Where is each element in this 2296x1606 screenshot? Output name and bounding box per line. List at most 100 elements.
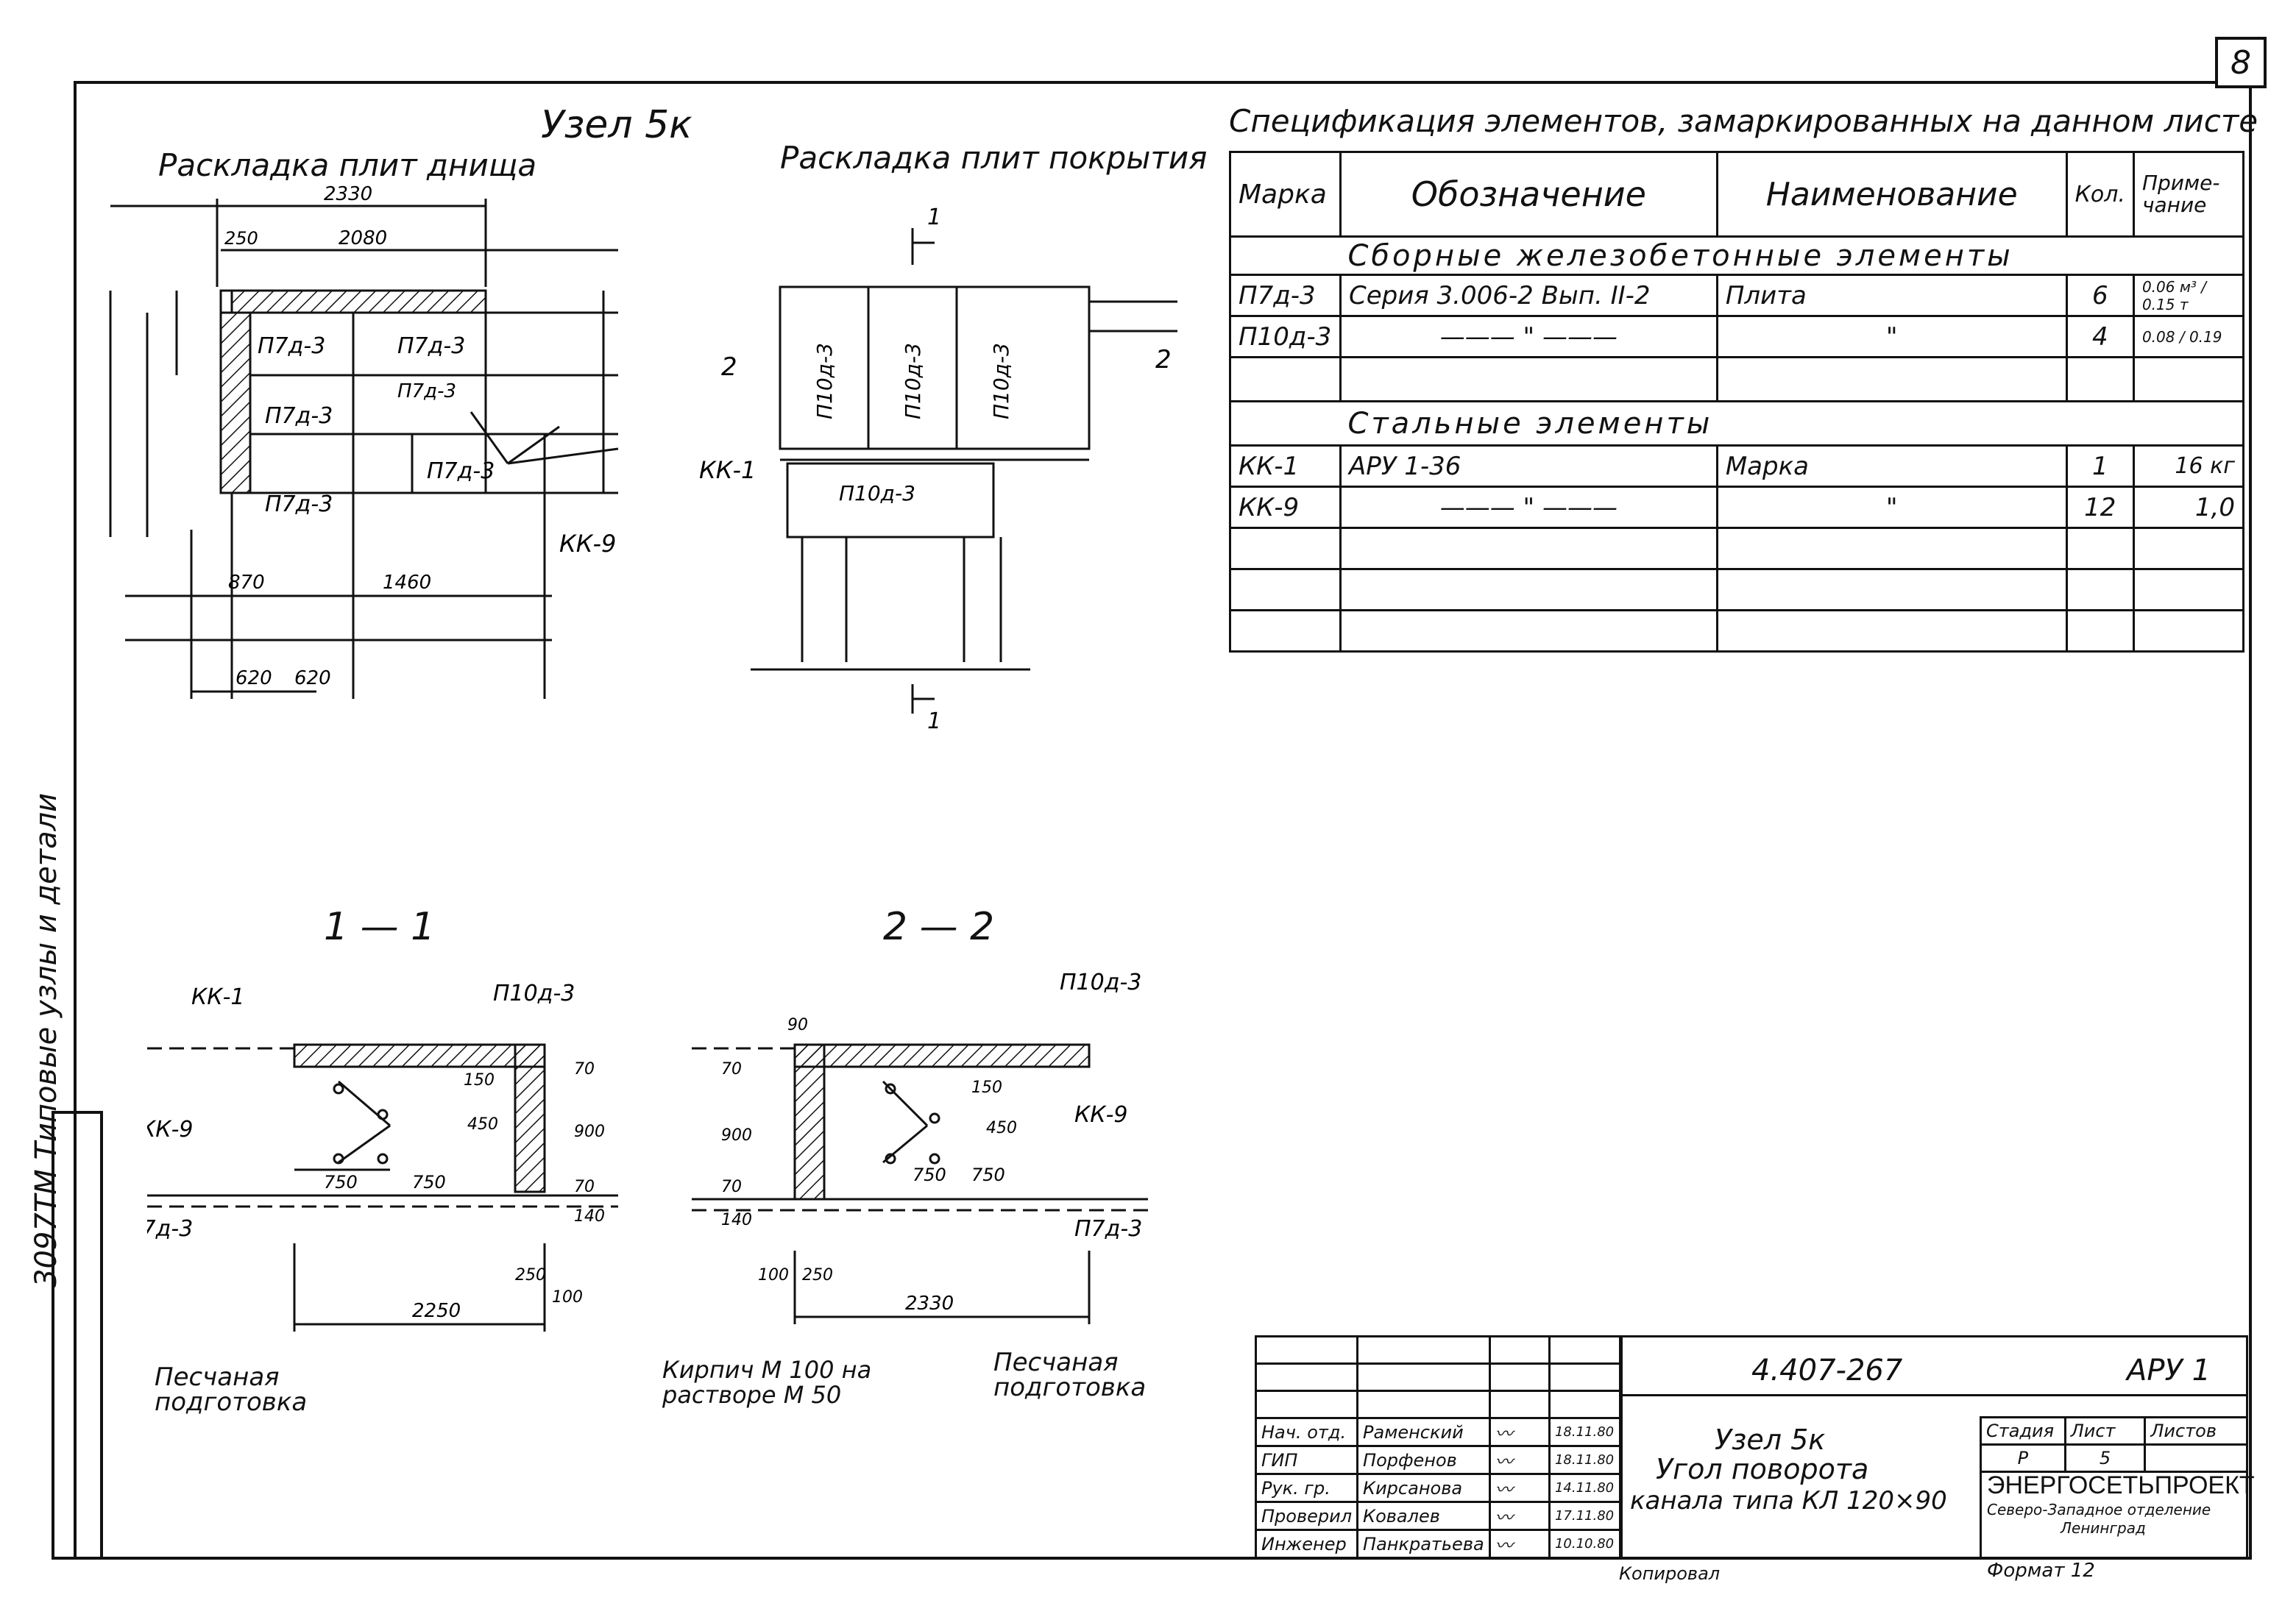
stamp-stage: Р	[1980, 1443, 2066, 1473]
spec-cell: 1,0	[2132, 486, 2245, 529]
s22-brick-label: Кирпич М 100 на растворе М 50	[662, 1356, 872, 1409]
sheet-number: 8	[2215, 37, 2267, 88]
dim-1460: 1460	[383, 572, 431, 594]
spec-cell: Марка	[1715, 444, 2068, 488]
spec-header-row: Марка Обозначение Наименование Кол. Прим…	[1229, 151, 2245, 238]
slab-label-3: П7д-3	[265, 403, 333, 429]
spec-table: Марка Обозначение Наименование Кол. Прим…	[1229, 151, 2245, 653]
s11-dim-750a: 750	[324, 1172, 358, 1193]
stamp-date: 18.11.80	[1548, 1417, 1623, 1447]
spec-table-wrap: Марка Обозначение Наименование Кол. Прим…	[1229, 151, 2245, 653]
top-slab-2: П10д-3	[901, 343, 925, 419]
stamp-org-3: Ленинград	[2061, 1519, 2146, 1537]
spec-h-name: Наименование	[1715, 151, 2068, 238]
spec-cell: 16 кг	[2132, 444, 2245, 488]
s22-dim-250: 250	[802, 1266, 833, 1285]
s11-kk9: КК-9	[147, 1117, 194, 1143]
s11-dim-100: 100	[552, 1288, 583, 1307]
table-row: П7д-3 Серия 3.006-2 Вып. II-2 Плита 6 0.…	[1229, 274, 2245, 317]
kk1-marker: КК-1	[699, 456, 756, 484]
stamp-date: 14.11.80	[1548, 1473, 1623, 1503]
s11-dim-750b: 750	[412, 1172, 446, 1193]
spec-h-mark: Марка	[1229, 151, 1342, 238]
s22-dim-90: 90	[787, 1016, 808, 1034]
side-caption: 3097ТМ Типовые узлы и детали	[29, 792, 63, 1287]
stamp-person: Раменский	[1356, 1417, 1491, 1447]
spec-cell: ——— " ———	[1339, 486, 1718, 529]
s22-dim-100: 100	[758, 1266, 789, 1285]
s11-dim-250: 250	[515, 1266, 546, 1285]
s22-dim-70b: 70	[721, 1178, 742, 1196]
s22-dim-750b: 750	[971, 1165, 1005, 1185]
slab-label-4: П7д-3	[397, 380, 456, 402]
section-1-mark-top: 1	[927, 206, 941, 230]
stamp-sheets-h: Листов	[2144, 1416, 2248, 1446]
spec-cell: КК-9	[1229, 486, 1342, 529]
node-title: Узел 5к	[541, 103, 692, 147]
stamp-album: АРУ 1	[2127, 1354, 2211, 1388]
stamp-person: Кирсанова	[1356, 1473, 1491, 1503]
section-11-drawing: КК-1 П10д-3 КК-9 П7д-3 150 450 750 750 7…	[147, 981, 618, 1332]
slab-label-6: П7д-3	[427, 458, 495, 484]
section-2-mark-right: 2	[1155, 345, 1172, 374]
stamp-title-2: Угол поворота	[1656, 1453, 1869, 1485]
s11-kk1: КК-1	[191, 984, 245, 1010]
spec-cell: 4	[2065, 315, 2135, 358]
dim-250: 250	[224, 228, 258, 249]
s11-dim-70a: 70	[574, 1060, 595, 1079]
section-22-drawing: 90 П10д-3 КК-9 П7д-3 70 900 70 140 150 4…	[692, 971, 1148, 1324]
slab-label-1: П7д-3	[258, 333, 325, 359]
stamp-org-2: Северо-Западное отделение	[1987, 1501, 2211, 1518]
stamp-stage-h: Стадия	[1980, 1416, 2066, 1446]
signature: 〰	[1488, 1529, 1551, 1559]
s22-dim-750a: 750	[913, 1165, 946, 1185]
spec-cell: 12	[2065, 486, 2135, 529]
stamp-person: Ковалев	[1356, 1501, 1491, 1531]
s22-dim-140: 140	[721, 1211, 752, 1229]
spec-cell: П7д-3	[1229, 274, 1342, 317]
dim-620a: 620	[235, 667, 272, 689]
s22-kk9: КК-9	[1074, 1102, 1128, 1128]
kk9-marker: КК-9	[559, 530, 616, 558]
spec-h-designation: Обозначение	[1339, 151, 1718, 238]
table-row: П10д-3 ——— " ——— " 4 0.08 / 0.19	[1229, 315, 2245, 358]
dim-2080: 2080	[339, 227, 387, 249]
side-column	[52, 1111, 103, 1560]
spec-h-qty: Кол.	[2065, 151, 2135, 238]
stamp-format: Формат 12	[1987, 1560, 2095, 1582]
section-22-title: 2 — 2	[883, 905, 995, 949]
signature: 〰	[1488, 1445, 1551, 1475]
drawing-frame	[74, 81, 2252, 1560]
s22-dim-150: 150	[971, 1079, 1002, 1097]
s11-dim-900: 900	[574, 1123, 605, 1141]
spec-title: Спецификация элементов, замаркированных …	[1229, 103, 2258, 139]
spec-cell: П10д-3	[1229, 315, 1342, 358]
spec-cell: 6	[2065, 274, 2135, 317]
stamp-role: Проверил	[1254, 1501, 1359, 1531]
s11-dim-150: 150	[464, 1071, 495, 1090]
s22-dim-70a: 70	[721, 1060, 742, 1079]
spec-cell: 1	[2065, 444, 2135, 488]
slab-label-5: П7д-3	[265, 491, 333, 517]
table-row: КК-1 АРУ 1-36 Марка 1 16 кг	[1229, 444, 2245, 488]
s11-slab-bottom: П7д-3	[147, 1216, 193, 1242]
spec-cell: КК-1	[1229, 444, 1342, 488]
stamp-date: 18.11.80	[1548, 1445, 1623, 1475]
stamp-code: 4.407-267	[1751, 1354, 1903, 1388]
stamp-person: Порфенов	[1356, 1445, 1491, 1475]
section-1-mark-bottom: 1	[927, 708, 941, 734]
spec-group-2: Стальные элементы	[1340, 400, 2245, 447]
bottom-slab-plan: 2330 250 2080 П7д-3 П7д-3 П7д-3 П7д-3 П7…	[109, 184, 619, 699]
stamp-sheet: 5	[2063, 1443, 2147, 1473]
s22-dim-2330: 2330	[905, 1293, 954, 1315]
stamp-sheet-h: Лист	[2063, 1416, 2147, 1446]
signature: 〰	[1488, 1473, 1551, 1503]
spec-cell: "	[1715, 315, 2068, 358]
stamp-date: 10.10.80	[1548, 1529, 1623, 1559]
stamp-title-3: канала типа КЛ 120×90	[1630, 1486, 1947, 1516]
